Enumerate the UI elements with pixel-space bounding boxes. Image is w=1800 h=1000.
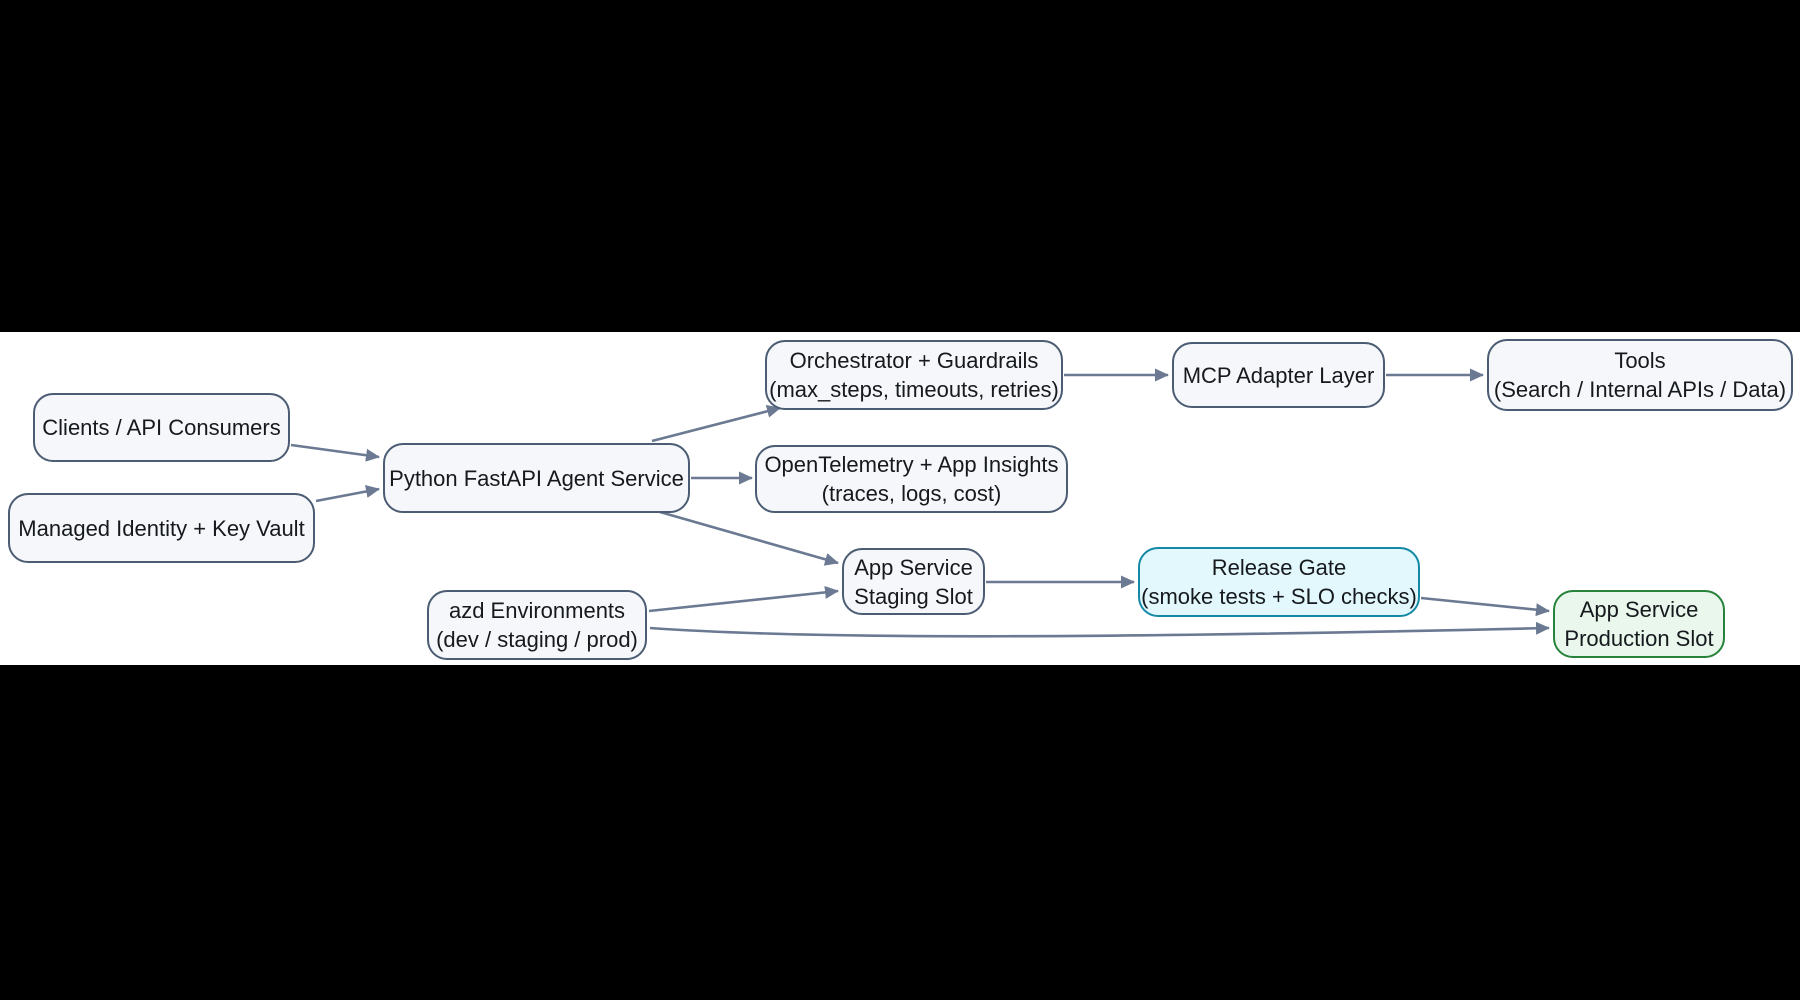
node-clients-label: Clients / API Consumers bbox=[42, 415, 281, 440]
node-opentelemetry-label: OpenTelemetry + App Insights bbox=[764, 452, 1059, 477]
node-mcp-adapter: MCP Adapter Layer bbox=[1172, 342, 1385, 408]
node-tools-label: Tools bbox=[1614, 348, 1666, 373]
node-staging-slot-sublabel: Staging Slot bbox=[854, 583, 973, 609]
edge-fastapi-to-orchestrator bbox=[651, 404, 781, 443]
edge-managed-identity-to-fastapi bbox=[315, 485, 380, 503]
node-release-gate: Release Gate (smoke tests + SLO checks) bbox=[1138, 547, 1420, 617]
node-managed-identity: Managed Identity + Key Vault bbox=[8, 493, 315, 563]
node-staging-slot: App Service Staging Slot bbox=[842, 548, 985, 615]
edge-azd-to-production bbox=[649, 621, 1550, 638]
node-opentelemetry-sublabel: (traces, logs, cost) bbox=[821, 481, 1002, 506]
node-release-gate-label: Release Gate bbox=[1211, 555, 1347, 580]
node-mcp-adapter-label: MCP Adapter Layer bbox=[1182, 362, 1375, 388]
node-production-slot-sublabel: Production Slot bbox=[1564, 626, 1714, 651]
node-clients: Clients / API Consumers bbox=[33, 393, 290, 462]
node-azd-environments-sublabel: (dev / staging / prod) bbox=[436, 627, 638, 652]
node-release-gate-sublabel: (smoke tests + SLO checks) bbox=[1141, 584, 1417, 609]
edge-release-gate-to-production bbox=[1420, 596, 1550, 617]
node-opentelemetry: OpenTelemetry + App Insights (traces, lo… bbox=[755, 445, 1068, 513]
node-orchestrator: Orchestrator + Guardrails (max_steps, ti… bbox=[765, 340, 1063, 410]
node-azd-environments-label: azd Environments bbox=[448, 598, 626, 623]
edge-fastapi-to-staging bbox=[659, 510, 839, 566]
node-staging-slot-label: App Service bbox=[854, 554, 973, 580]
node-tools: Tools (Search / Internal APIs / Data) bbox=[1487, 339, 1793, 411]
node-azd-environments: azd Environments (dev / staging / prod) bbox=[427, 590, 647, 660]
edge-clients-to-fastapi bbox=[290, 443, 380, 462]
node-production-slot: App Service Production Slot bbox=[1553, 590, 1725, 658]
node-production-slot-label: App Service bbox=[1579, 597, 1699, 622]
node-managed-identity-label: Managed Identity + Key Vault bbox=[18, 515, 305, 541]
node-fastapi-service: Python FastAPI Agent Service bbox=[383, 443, 690, 513]
node-orchestrator-label: Orchestrator + Guardrails bbox=[789, 348, 1039, 373]
node-orchestrator-sublabel: (max_steps, timeouts, retries) bbox=[769, 377, 1059, 402]
edge-azd-to-staging bbox=[648, 585, 839, 613]
node-fastapi-service-label: Python FastAPI Agent Service bbox=[389, 465, 684, 491]
node-tools-sublabel: (Search / Internal APIs / Data) bbox=[1493, 377, 1787, 402]
